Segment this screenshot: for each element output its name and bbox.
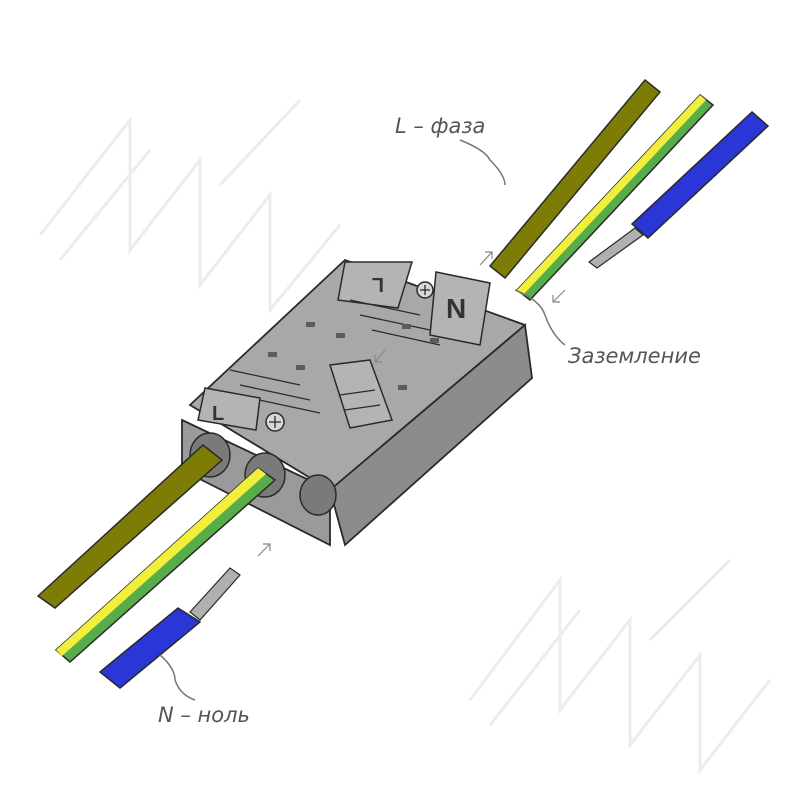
lever-front-left-label: L xyxy=(212,403,224,425)
watermark-logo-bottom xyxy=(468,558,772,775)
neutral-wire-back xyxy=(587,110,770,269)
arrow-top-middle xyxy=(374,349,386,363)
arrow-front-bottom xyxy=(257,543,271,557)
entry-hole-3 xyxy=(299,474,337,516)
phase-leader-line xyxy=(459,139,506,186)
arrow-back-top xyxy=(479,251,493,266)
phase-wire-front xyxy=(36,444,224,609)
lever-back-left-label: L xyxy=(372,273,384,295)
watermark-logo-top xyxy=(38,98,342,315)
lever-back-right xyxy=(429,271,491,346)
lever-back-left xyxy=(337,261,414,309)
arrow-back-right xyxy=(552,289,566,303)
ground-wire-back xyxy=(515,93,715,302)
lever-front-right-open xyxy=(329,359,394,429)
ground-leader-line xyxy=(514,289,566,346)
ground-label: Заземление xyxy=(568,344,701,368)
lever-front-left xyxy=(197,387,261,431)
connector-side-face xyxy=(328,323,533,547)
neutral-leader-line xyxy=(159,654,196,701)
neutral-wire-front xyxy=(98,567,241,689)
phase-wire-back xyxy=(488,78,662,280)
ground-wire-front xyxy=(54,467,277,663)
neutral-label: N – ноль xyxy=(158,703,250,727)
phase-label: L – фаза xyxy=(395,114,485,138)
lever-back-right-label: N xyxy=(446,293,466,324)
